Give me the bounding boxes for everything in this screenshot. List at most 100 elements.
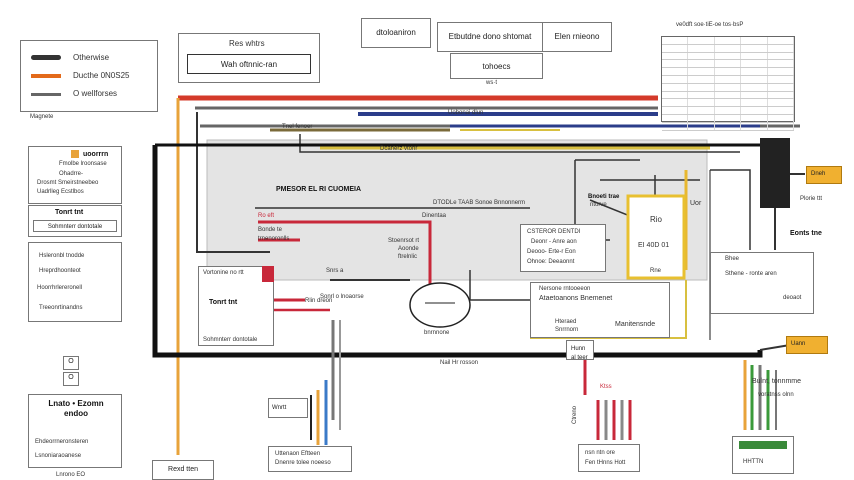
panel-label-red3: trnenoronlls — [258, 236, 290, 242]
aux-line: Snrrnorn — [555, 327, 579, 333]
right-connector-strip — [739, 441, 787, 449]
panel-label-red2: Bonde te — [258, 227, 283, 233]
wire-black-loop — [152, 145, 763, 358]
motor-info-line: Deonr - Anre aon — [531, 239, 577, 245]
wire-left-inner — [196, 112, 270, 253]
left-box-d-title: Lnato • Ezomn endoo — [48, 399, 104, 418]
left-box-c-line: Hoorrhrlereronell — [37, 285, 83, 291]
right-out-sub: voratnss olnn — [758, 392, 794, 398]
table-title: ve0dft soe·tiE-oe tos·bsP — [676, 22, 744, 28]
bottom-mid-foot-line: nsn ntn ore — [585, 450, 616, 456]
right-tag-2[interactable]: Uann — [786, 336, 828, 354]
legend-swatch-0 — [31, 55, 61, 60]
bottom-center-line: Dnenre tolee noeeso — [275, 460, 331, 466]
bus-label: Nail Hr rosson — [440, 360, 479, 366]
left-box-d-footer: Lnrono EO — [56, 472, 86, 478]
central-panel-bg — [206, 139, 708, 281]
wire-red-panel — [258, 220, 432, 295]
left-box-c: Hsleronbl tnodde Hreprdhoonteot Hoorrhrl… — [28, 242, 122, 322]
controller-left[interactable]: Vortonine no rtt Tonrt tnt Sohmnterr don… — [198, 266, 274, 346]
bottom-mid-footer: nsn ntn ore Fen tHnns Hott — [578, 444, 640, 472]
left-box-c-line: Hreprdhoonteot — [39, 268, 81, 274]
left-box-a-title: uoorrrn — [83, 151, 109, 158]
controller-left-tag: Vortonine no rtt — [203, 270, 244, 276]
top-chip: ws·t — [486, 80, 497, 86]
panel-callout-2: Aoonde — [398, 246, 419, 252]
top-button-1[interactable]: dtoloaniron — [361, 18, 431, 48]
legend-label-0: Otherwise — [73, 53, 110, 62]
right-node-box: Bhee Sthene - ronte aren deoaot — [710, 252, 814, 314]
panel-label-top: DTODLe TAAB Sonoe Bnnonnerm — [433, 200, 526, 206]
controller-main: Rio — [650, 215, 663, 224]
battery-block — [760, 138, 790, 208]
legend-swatch-1 — [31, 74, 61, 78]
warning-icon — [71, 150, 79, 158]
controller-tag: Uor — [690, 200, 702, 207]
aux-sub: Ataetoanons Bnemenet — [539, 295, 613, 302]
controller-foot: Rne — [650, 268, 662, 274]
hub-motor-symbol — [409, 282, 471, 328]
wire-title: Res whtrs — [229, 39, 265, 48]
controller-sub: ntorve — [590, 202, 607, 208]
panel-tick: Snrs a — [326, 268, 344, 274]
controller-num: EI 40D 01 — [638, 242, 670, 249]
wire-title-box: Res whtrs Wah oftnnic-ran — [178, 33, 320, 83]
legend-label-2: O wellforses — [73, 89, 118, 98]
top-button-2[interactable]: Etbutdne dono shtomat — [437, 22, 543, 52]
left-box-d-line: Ehdeorrneronsteren — [35, 439, 89, 445]
right-tag-1-sub: Plorie ttt — [800, 196, 823, 202]
wire-sub: Wah oftnnic-ran — [187, 54, 311, 74]
panel-label-red1: Ro eft — [258, 213, 275, 219]
right-panel-label: Eonts tne — [790, 230, 822, 237]
left-box-a-line: Drosmt Smeirstneebeo — [37, 180, 99, 186]
panel-gray-label: Sonrl o lnoaorse — [320, 294, 364, 300]
left-box-d-line: Lsnoniaraoanese — [35, 453, 82, 459]
bottom-mid-vertical: Ctreno — [572, 405, 578, 424]
left-box-a-line: Fmolbe lroonsase — [59, 161, 107, 167]
left-box-b-sub: Sohmnterr dontotale — [33, 220, 117, 232]
motor-info: CSTEROR DENTDI Deonr - Anre aon Deooo- E… — [520, 224, 606, 272]
top-button-3[interactable]: Elen rnieono — [542, 22, 612, 52]
left-box-c-line: Treeonrtinandns — [39, 305, 83, 311]
controller-title: Bnoeti trae — [588, 194, 620, 200]
bottom-left-box: Rexd tten — [152, 460, 214, 480]
bottom-mid-connector: Hunn al teer nocnenee — [566, 340, 594, 360]
bottom-center-box: Uttenaon Eftteen Dnenre tolee noeeso — [268, 446, 352, 472]
bottom-left-tag: Wnrtt — [268, 398, 308, 418]
top-sub-box: tohoecs — [450, 53, 543, 79]
right-tag-1[interactable]: Dneh — [806, 166, 842, 184]
right-out-title: Bulnt, tonnmme — [752, 378, 802, 385]
aux-line: Manitensnde — [615, 321, 656, 328]
bottom-mid-label: Ktss — [600, 384, 612, 390]
right-bottom-foot: HHTTN — [743, 459, 764, 465]
right-node-title: Bhee — [725, 256, 740, 262]
panel-title: PMESOR EL RI CUOMEIA — [276, 186, 362, 193]
legend-caption: Magnete — [30, 114, 54, 120]
bottom-mid-foot-line: Fen tHnns Hott — [585, 460, 626, 466]
spec-table — [661, 36, 795, 131]
hub-label: bnrnnone — [424, 330, 450, 336]
left-box-a-line: Uadrlleg Ecstlbos — [37, 189, 84, 195]
left-box-b-title: Tonrt tnt — [55, 209, 84, 216]
aux-line: Hteraed — [555, 319, 577, 325]
left-box-a-line: Ohadrre- — [59, 171, 84, 177]
controller-left-foot: Sohmnterr dontotale — [203, 337, 258, 343]
left-box-a: uoorrrn Fmolbe lroonsase Ohadrre- Drosmt… — [28, 146, 122, 204]
connector-red-left — [262, 266, 274, 282]
bus-row-3: Dcanerz vtonr — [380, 146, 418, 152]
connector-label: Rlin dreon — [305, 298, 333, 304]
legend-swatch-2 — [31, 93, 61, 96]
left-small-1[interactable]: O — [63, 356, 79, 370]
wire-thin-1 — [299, 134, 740, 153]
left-small-2[interactable]: O — [63, 372, 79, 386]
bus-row-1: Tnel fenoer — [282, 124, 313, 130]
controller-left-title: Tonrt tnt — [209, 299, 238, 306]
panel-callout-3: ftrelnlic — [398, 254, 418, 260]
legend-box: Otherwise Ducthe 0N0S25 O wellforses — [20, 40, 158, 112]
right-node-main: Sthene - ronte aren — [725, 271, 777, 277]
motor-info-title: CSTEROR DENTDI — [527, 229, 581, 235]
right-node-foot: deoaot — [783, 295, 802, 301]
panel-label-mid: Dinentaa — [422, 213, 447, 219]
aux-title: Nersone rntooeeon — [539, 286, 591, 292]
panel-callout-1: Stoenrsot rt — [388, 238, 420, 244]
